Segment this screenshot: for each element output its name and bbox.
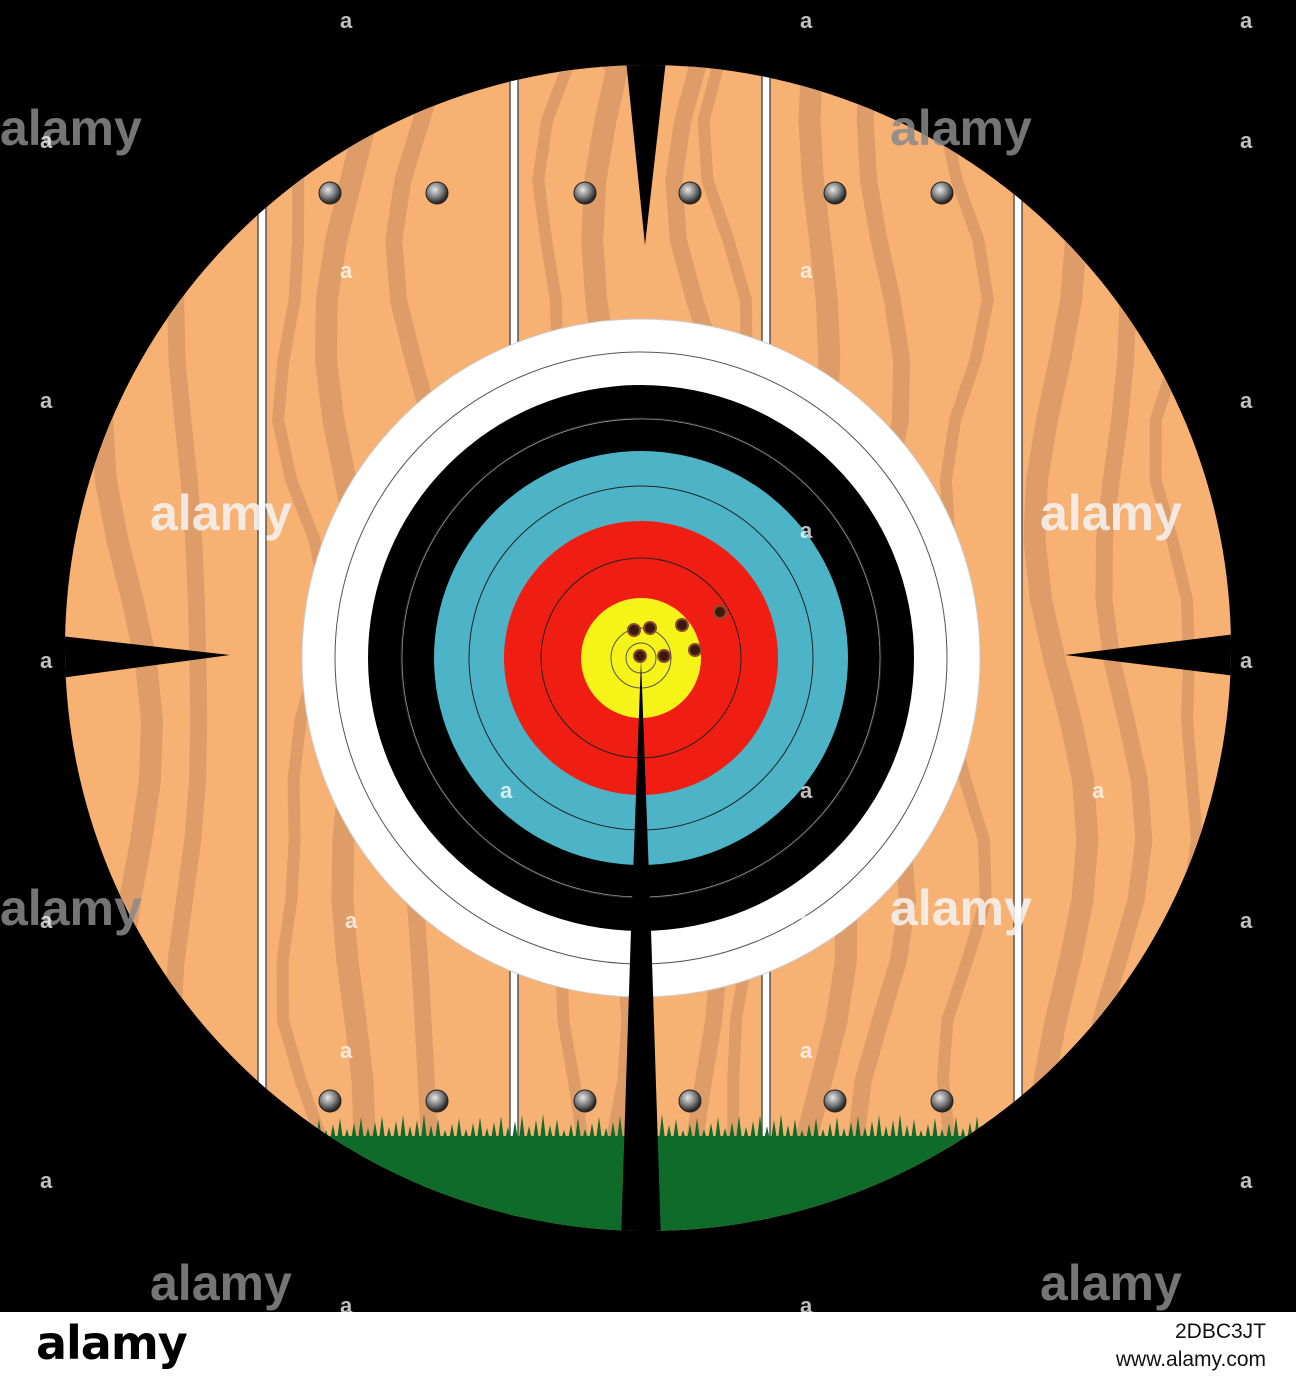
watermarks: alamy alamy alamy alamy alamy alamy alamy alamy…: [0, 8, 1253, 1312]
watermark-small: a: [800, 1038, 813, 1063]
reticle-top-post: [626, 65, 666, 245]
watermark-small: a: [340, 258, 353, 283]
footer-url: www.alamy.com: [1115, 1348, 1266, 1371]
watermark-small: a: [1240, 128, 1253, 153]
watermark-small: a: [800, 1293, 813, 1312]
bolt: [425, 181, 449, 205]
scope-view-svg: alamy alamy alamy alamy alamy alamy alamy alamy…: [0, 8, 1253, 1312]
watermark-small: a: [40, 908, 53, 933]
watermark-small: a: [40, 388, 53, 413]
watermark-small: a: [340, 518, 353, 543]
reticle-right-post: [1065, 634, 1231, 676]
watermark-small: a: [1240, 908, 1253, 933]
watermark-small: a: [800, 518, 813, 543]
watermark-text: alamy: [1040, 485, 1182, 541]
lens-view: [65, 65, 1231, 1231]
watermark-small: a: [340, 1293, 353, 1312]
bolt: [930, 181, 954, 205]
watermark-small: a: [500, 778, 513, 803]
watermark-small: a: [340, 1038, 353, 1063]
watermark-text: alamy: [150, 1255, 292, 1311]
watermark-small: a: [1092, 778, 1105, 803]
plank-gap: [258, 65, 266, 1231]
bolts: [318, 181, 954, 1113]
watermark-small: a: [40, 648, 53, 673]
watermark-small: a: [1240, 648, 1253, 673]
grass-blades: [316, 1114, 1001, 1140]
footer-logo: alamy: [36, 1316, 188, 1370]
bullet-hole: [657, 649, 671, 663]
plank-gap: [1014, 65, 1022, 1231]
watermark-text: alamy: [0, 100, 142, 156]
watermark-small: a: [40, 1168, 53, 1193]
bolt: [823, 1089, 847, 1113]
bolt: [678, 181, 702, 205]
watermark-small: a: [1240, 8, 1253, 33]
stock-footer: alamy 2DBC3JT www.alamy.com: [0, 1312, 1296, 1390]
bullet-hole: [688, 643, 702, 657]
reticle-left-post: [65, 636, 230, 678]
bullet-hole: [633, 649, 647, 663]
watermark-text: alamy: [1040, 1255, 1182, 1311]
footer-image-id: 2DBC3JT: [1174, 1320, 1266, 1343]
bolt: [318, 1089, 342, 1113]
bolt: [318, 181, 342, 205]
watermark-small: a: [800, 8, 813, 33]
watermark-text: alamy: [0, 880, 142, 936]
watermark-text: alamy: [150, 485, 292, 541]
watermark-small: a: [1240, 388, 1253, 413]
reticle-bottom-post: [621, 660, 661, 1231]
watermark-small: a: [800, 778, 813, 803]
bolt: [930, 1089, 954, 1113]
bullet-hole: [713, 605, 727, 619]
bolt: [823, 181, 847, 205]
watermark-small: a: [345, 908, 358, 933]
bolt: [573, 181, 597, 205]
bullet-hole: [675, 618, 689, 632]
bolt: [573, 1089, 597, 1113]
watermark-text: alamy: [890, 100, 1032, 156]
bolt: [678, 1089, 702, 1113]
bullet-holes: [627, 605, 727, 663]
watermark-small: a: [340, 8, 353, 33]
watermark-text: alamy: [890, 880, 1032, 936]
bolt: [425, 1089, 449, 1113]
bullet-hole: [627, 623, 641, 637]
watermark-small: a: [800, 258, 813, 283]
crosshair-reticle: [65, 65, 1231, 1231]
watermark-small: a: [1240, 1168, 1253, 1193]
bullet-hole: [643, 621, 657, 635]
watermark-small: a: [800, 908, 813, 933]
watermark-small: a: [340, 778, 353, 803]
watermark-small: a: [40, 128, 53, 153]
